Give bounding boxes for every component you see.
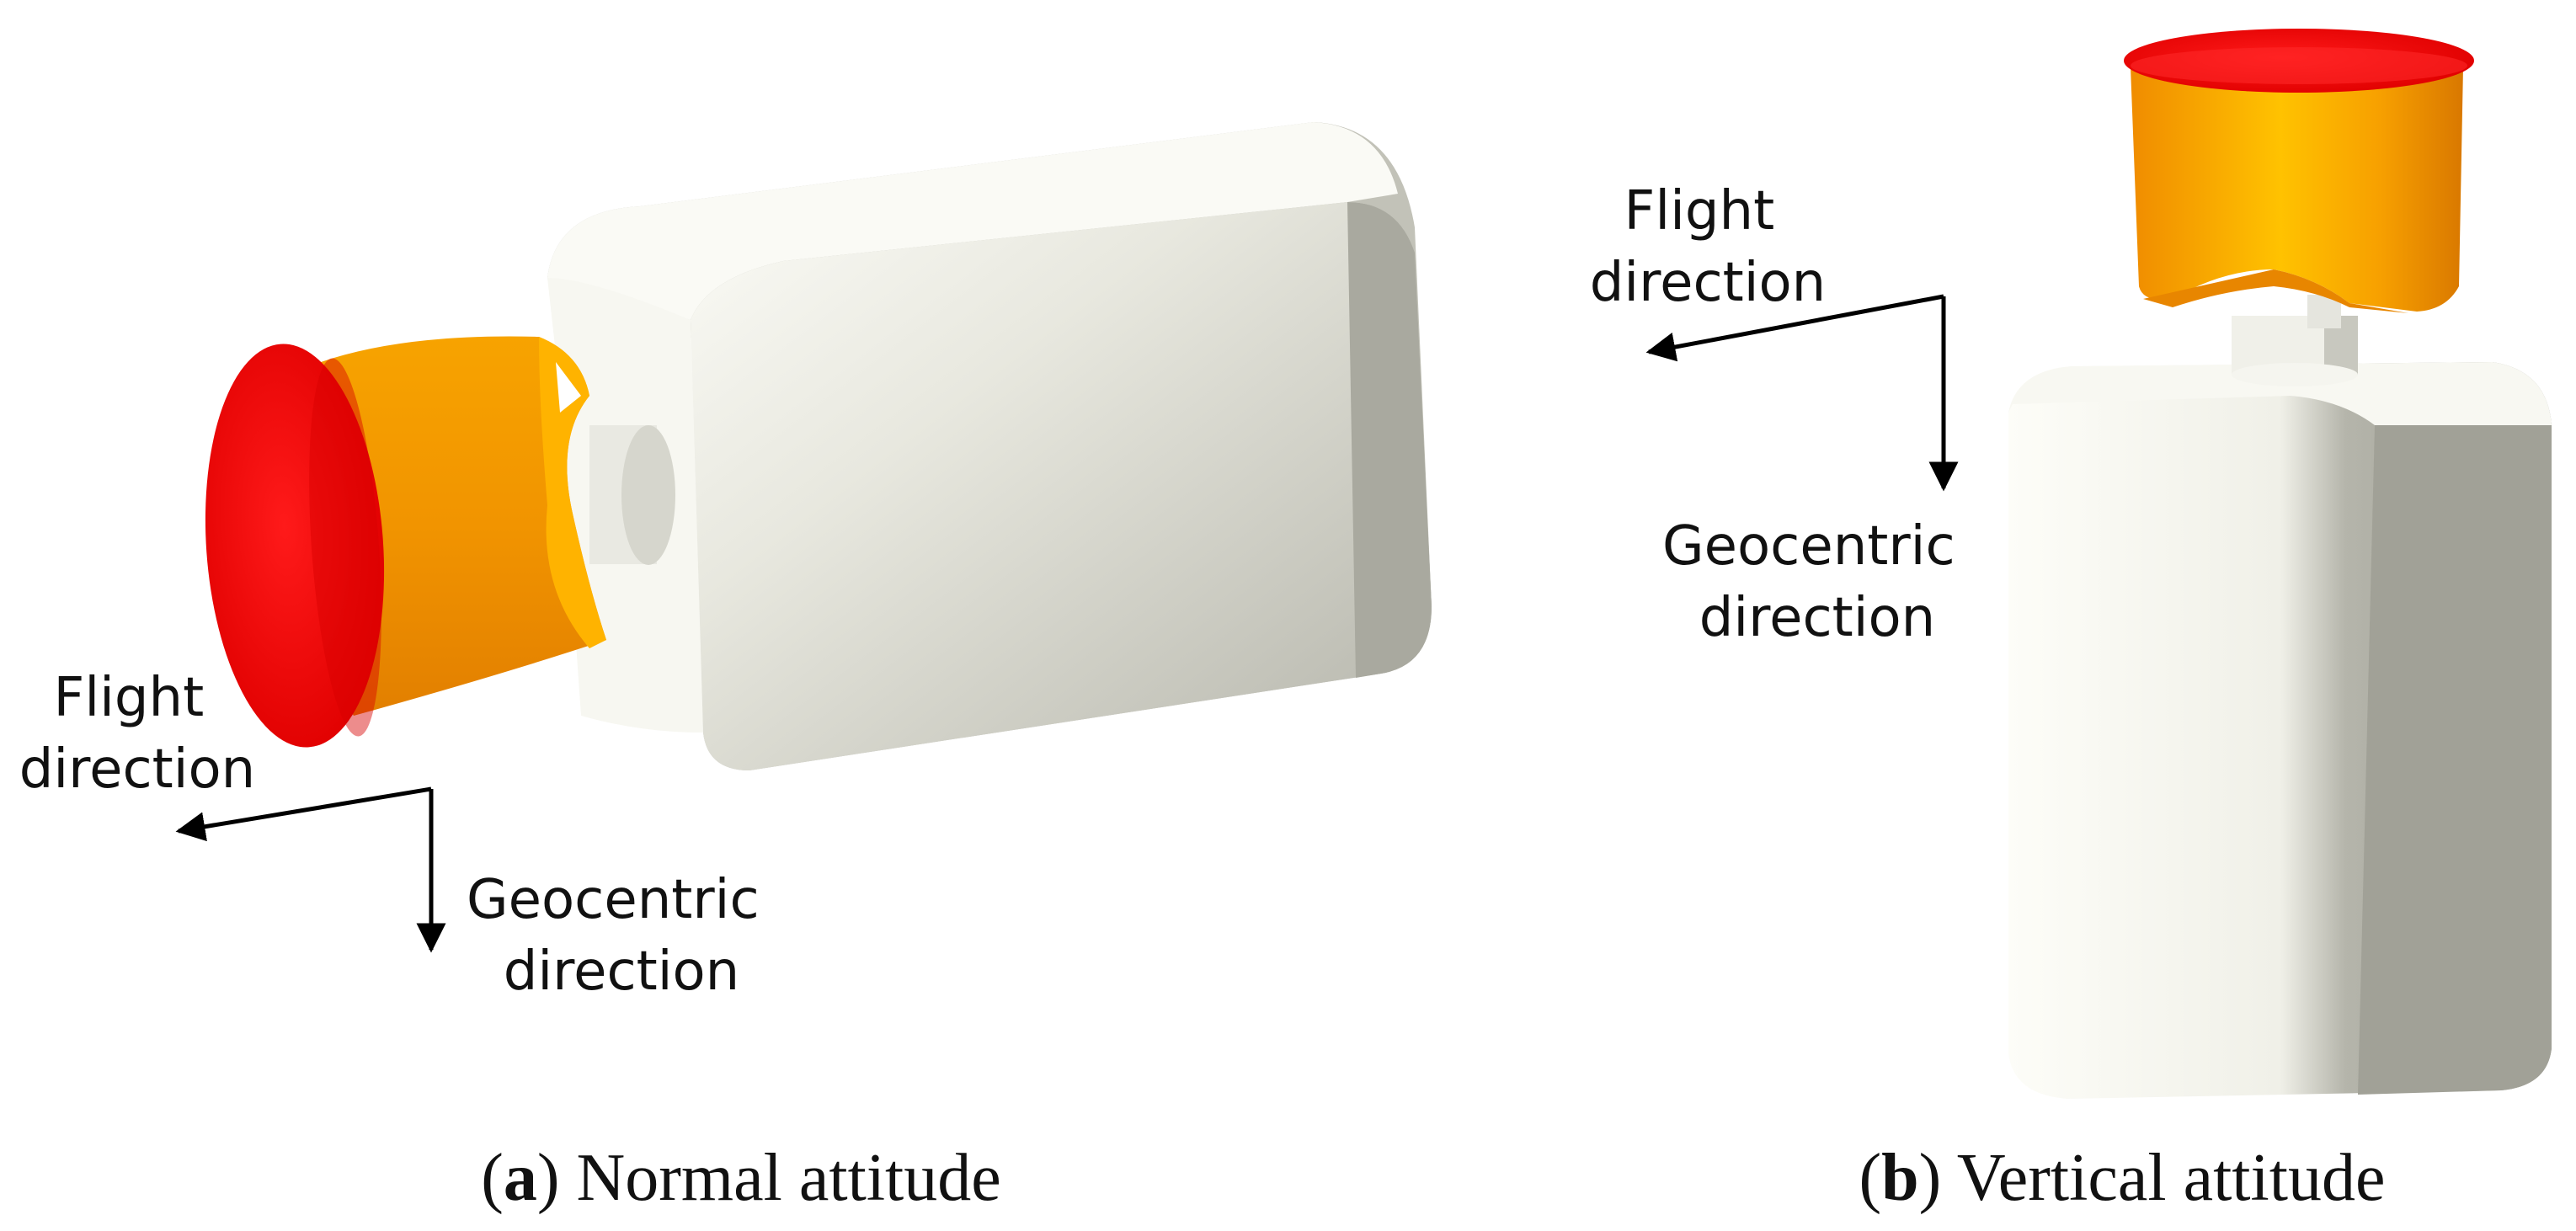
caption-b: (b) Vertical attitude: [1859, 1141, 2385, 1215]
panel-a-normal-attitude: Flight direction Geocentric direction (a…: [19, 122, 1432, 1215]
flight-arrow-a: [175, 786, 432, 842]
orange-cup-b: [2131, 67, 2463, 313]
flight-direction-label-a: Flight direction: [19, 667, 255, 801]
flight-direction-label-b: Flight direction: [1590, 180, 1826, 314]
caption-a: (a) Normal attitude: [481, 1141, 1001, 1215]
geocentric-direction-label-b: Geocentric direction: [1662, 515, 1972, 649]
red-disk-a: [205, 344, 385, 748]
connector-cylinder-b: [2232, 295, 2358, 386]
connector-cylinder-a: [589, 425, 675, 565]
panel-b-vertical-attitude: Flight direction Geocentric direction (b…: [1590, 29, 2552, 1215]
spacecraft-body-b: [2008, 362, 2552, 1099]
direction-axes-b: [1645, 294, 1959, 492]
flight-arrow-b: [1645, 294, 1944, 362]
direction-axes-a: [175, 786, 446, 953]
spacecraft-body-a: [547, 122, 1432, 770]
geocentric-direction-label-a: Geocentric direction: [467, 869, 776, 1003]
